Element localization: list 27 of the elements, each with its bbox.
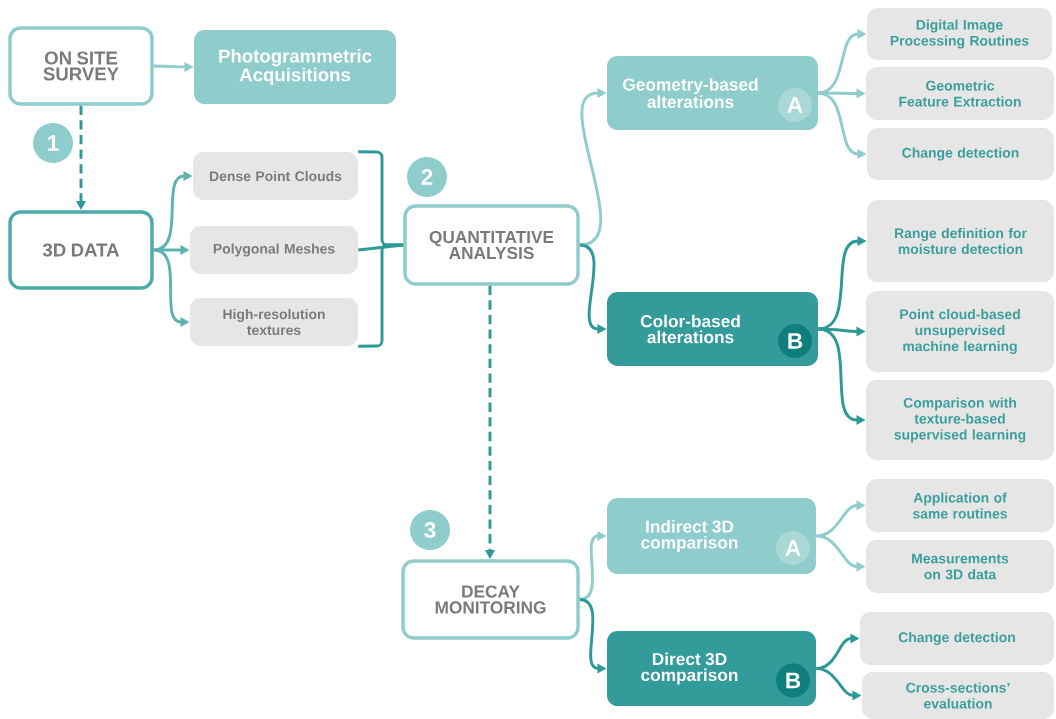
step-number: 2 [407,157,447,197]
badge: A [776,531,810,565]
process-box: ON SITE SURVEY [8,26,154,106]
item-box: Range definition for moisture detection [867,200,1054,282]
item-box: Change detection [867,128,1054,180]
category-box: Photogrammetric Acquisitions [194,30,396,104]
badge: B [776,663,810,698]
item-box: Application of same routines [866,479,1054,532]
item-box: Change detection [860,612,1054,665]
item-box: Digital Image Processing Routines [867,8,1052,60]
item-box: Polygonal Meshes [190,226,358,274]
connector-line [358,243,404,348]
step-number: 3 [410,510,450,550]
badge: B [778,324,812,358]
process-box: 3D DATA [8,210,154,290]
item-box: Measurements on 3D data [866,540,1054,593]
item-box: Geometric Feature Extraction [866,67,1054,120]
item-box: High-resolution textures [190,298,358,346]
process-box: QUANTITATIVE ANALYSIS [403,204,580,286]
item-box: Comparison with texture-based supervised learning [866,380,1054,460]
process-box: DECAY MONITORING [401,559,580,640]
badge: A [778,88,812,122]
item-box: Dense Point Clouds [193,152,358,200]
item-box: Point cloud-based unsupervised machine learning [866,291,1054,372]
connector-line [358,243,404,252]
step-number: 1 [33,123,73,163]
item-box: Cross-sections’ evaluation [862,672,1054,719]
